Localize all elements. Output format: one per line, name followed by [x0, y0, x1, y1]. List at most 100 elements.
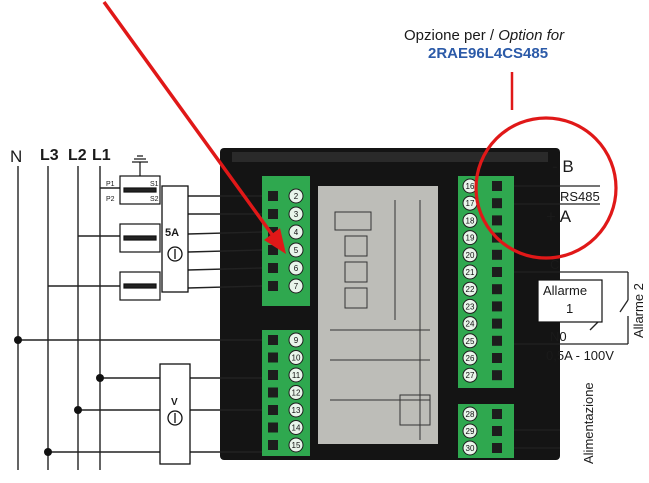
terminal-right-screw — [492, 198, 502, 209]
terminal-right-screw — [492, 370, 502, 381]
terminal-mid-label: 12 — [292, 389, 301, 398]
terminal-mid-badge — [288, 420, 304, 435]
terminal-right-label: 17 — [466, 199, 475, 208]
terminal-mid-screw — [268, 352, 278, 363]
terminal-mid-screw — [268, 370, 278, 380]
terminal-left-screw — [268, 227, 278, 237]
terminal-mid-screw — [268, 422, 278, 433]
option-text-italic: Option for — [498, 27, 565, 44]
terminal-left-screw — [268, 209, 278, 219]
ammeter-symbol — [167, 246, 183, 262]
module-top-ridge — [232, 152, 548, 162]
terminal-right-label: 16 — [466, 182, 475, 191]
pointer-arrow-icon — [102, 0, 286, 254]
terminal-mid-badge — [288, 350, 304, 365]
rs485-label: RS485 — [560, 189, 600, 204]
alarm1-number: 1 — [566, 301, 574, 316]
terminal-right-label: 20 — [466, 251, 475, 260]
terminal-right-badge — [462, 212, 478, 228]
option-model: 2RAE96L4CS485 — [428, 45, 549, 62]
ct-rating: 5A — [165, 227, 180, 239]
module-center-board — [318, 186, 438, 444]
line-label-n: N — [10, 147, 23, 166]
terminal-right-screw — [492, 267, 502, 277]
ct-p1-label: P1 — [106, 181, 115, 188]
terminal-mid-badge — [288, 385, 304, 400]
center-board-details — [330, 200, 431, 440]
terminal-right-badge — [462, 230, 478, 246]
ct-s1-label: S1 — [150, 181, 159, 188]
terminal-left-label: 4 — [294, 228, 299, 237]
alarm1-box — [537, 279, 603, 323]
alarm1-common: C — [550, 257, 560, 272]
terminal-right-badge — [462, 367, 478, 383]
ct-s2-label: S2 — [150, 196, 159, 203]
terminal-right-badge — [462, 333, 478, 349]
terminal-right-badge — [462, 316, 478, 332]
terminal-mid-screw — [268, 440, 278, 450]
terminal-right-screw — [492, 335, 502, 346]
terminal-left-badge — [288, 278, 304, 294]
terminal-mid-screw — [268, 405, 278, 415]
power-supply-label: Alimentazione — [581, 382, 596, 464]
terminal-mid-label: 15 — [292, 441, 301, 450]
line-label-l1: L1 — [92, 147, 111, 164]
voltmeter-symbol — [167, 410, 183, 426]
ct-group — [119, 175, 161, 301]
terminal-right-label: 24 — [466, 320, 475, 329]
terminal-mid-badge — [288, 402, 304, 418]
rs485-minus: - B — [552, 157, 574, 176]
terminal-mid-badge — [288, 332, 304, 348]
terminal-left-label: 5 — [294, 246, 299, 255]
terminal-right-label: 27 — [466, 371, 475, 380]
terminal-mid-screw — [268, 335, 278, 345]
terminal-right-label: 21 — [466, 268, 475, 277]
terminal-right-screw — [492, 353, 502, 363]
voltmeter-label: V — [171, 397, 178, 408]
terminal-power-badge — [462, 406, 478, 422]
terminal-left-badge — [288, 224, 304, 240]
terminal-right-screw — [492, 249, 502, 260]
terminal-left-label: 6 — [294, 264, 299, 273]
terminal-left-badge — [288, 242, 304, 258]
terminal-mid-label: 11 — [292, 371, 301, 380]
terminal-power-label: 28 — [466, 410, 475, 419]
terminal-mid-label: 13 — [292, 406, 301, 415]
ct-p2-label: P2 — [106, 196, 115, 203]
terminal-right-screw — [492, 284, 502, 295]
terminal-left-badge — [288, 206, 304, 222]
terminal-mid-label: 10 — [292, 354, 301, 363]
terminal-right-badge — [462, 350, 478, 366]
option-caption: Opzione per / Option for — [404, 28, 564, 43]
terminal-right-screw — [492, 181, 502, 191]
line-label-l3: L3 — [40, 147, 59, 164]
terminal-mid-badge — [288, 437, 304, 453]
alarm1-name: Allarme — [543, 283, 588, 298]
terminal-left-screw — [268, 281, 278, 291]
terminal-power-badge — [462, 440, 478, 456]
terminal-power-label: 30 — [466, 444, 475, 453]
rating-text: 0,5A - 100V — [546, 348, 614, 363]
terminal-left-screw — [268, 263, 278, 273]
alarm1-no: N0 — [550, 329, 567, 344]
terminal-left-badge — [288, 260, 304, 276]
terminal-right-label: 25 — [466, 337, 475, 346]
terminal-left-label: 7 — [294, 282, 299, 291]
option-highlight-circle — [474, 116, 618, 260]
terminal-right-label: 19 — [466, 234, 475, 243]
terminal-power-screw — [492, 426, 502, 436]
terminal-mid-screw — [268, 387, 278, 398]
terminal-right-badge — [462, 281, 478, 297]
ammeter-box — [161, 185, 189, 293]
terminal-right-badge — [462, 298, 478, 314]
line-label-l2: L2 — [68, 147, 87, 164]
option-text: Opzione per / — [404, 27, 499, 44]
terminal-power-badge — [462, 423, 478, 439]
terminal-right-badge — [462, 247, 478, 263]
rs485-plus: + A — [546, 207, 572, 226]
terminal-right-screw — [492, 215, 502, 226]
alarm2-label: Allarme 2 — [631, 283, 646, 338]
junction-dots — [14, 336, 104, 456]
terminal-mid-label: 14 — [292, 424, 301, 433]
